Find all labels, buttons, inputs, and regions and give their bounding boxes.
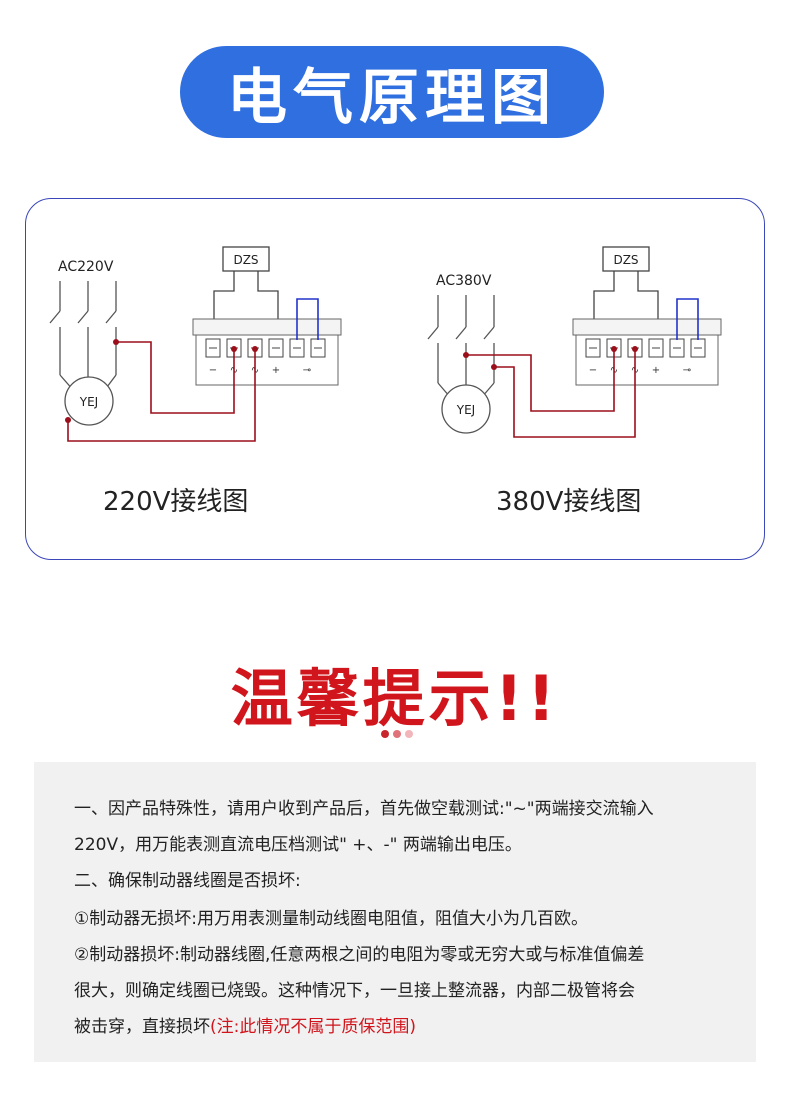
module-label-220: DZS xyxy=(233,253,258,267)
diagram-220v: AC220V YEJ DZS xyxy=(49,246,342,442)
caption-380v: 380V接线图 xyxy=(496,487,642,517)
tips-box: 一、因产品特殊性，请用户收到产品后，首先做空载测试:"~"两端接交流输入 220… xyxy=(34,762,756,1062)
tip-line-5: ②制动器损坏:制动器线圈,任意两根之间的电阻为零或无穷大或与标准值偏差 xyxy=(74,945,645,965)
tip-line-7-text: 被击穿，直接损坏 xyxy=(74,1017,210,1037)
motor-yej-220 xyxy=(64,376,114,426)
module-wires-220 xyxy=(213,271,279,324)
diagram-380v: AC380V YEJ DZS xyxy=(427,246,722,438)
terminal-label-380-0: − xyxy=(589,365,597,376)
page-title: 电气原理图 xyxy=(227,62,557,133)
decorative-dots xyxy=(381,730,413,738)
terminal-label-220-3: + xyxy=(272,365,280,376)
motor-label-380: YEJ xyxy=(456,403,475,417)
wiring-diagram-panel: AC220V YEJ DZS xyxy=(25,198,765,560)
rectifier-380: − ∿ ∿ + ⊸ xyxy=(572,318,722,386)
dot-2 xyxy=(393,730,401,738)
tip-line-1: 一、因产品特殊性，请用户收到产品后，首先做空载测试:"~"两端接交流输入 xyxy=(74,799,654,819)
dot-3 xyxy=(405,730,413,738)
terminal-label-220-4: ⊸ xyxy=(303,365,311,376)
dot-1 xyxy=(381,730,389,738)
module-wires-380 xyxy=(593,271,659,324)
jumper-220 xyxy=(296,298,319,340)
tip-line-4: ①制动器无损坏:用万用表测量制动线圈电阻值，阻值大小为几百欧。 xyxy=(74,909,588,929)
motor-label-220: YEJ xyxy=(79,395,98,409)
supply-lines-380 xyxy=(427,295,495,398)
title-banner: 电气原理图 xyxy=(180,46,604,138)
tips-title: 温馨提示!! xyxy=(230,662,560,735)
supply-label-380: AC380V xyxy=(436,273,492,289)
tip-line-6: 很大，则确定线圈已烧毁。这种情况下，一旦接上整流器，内部二极管将会 xyxy=(74,981,635,1001)
terminal-label-380-3: + xyxy=(652,365,660,376)
module-dzs-220 xyxy=(222,246,270,272)
module-label-380: DZS xyxy=(613,253,638,267)
tip-line-2: 220V，用万能表测直流电压档测试" +、-" 两端输出电压。 xyxy=(74,835,522,855)
terminal-label-220-0: − xyxy=(209,365,217,376)
tip-line-7: 被击穿，直接损坏(注:此情况不属于质保范围) xyxy=(74,1012,416,1037)
tip-line-3: 二、确保制动器线圈是否损坏: xyxy=(74,871,301,891)
caption-220v: 220V接线图 xyxy=(103,487,249,517)
jumper-380 xyxy=(676,298,699,340)
warranty-note: (注:此情况不属于质保范围) xyxy=(210,1017,416,1037)
motor-yej-380 xyxy=(441,384,491,434)
terminal-label-380-4: ⊸ xyxy=(683,365,691,376)
module-dzs-380 xyxy=(602,246,650,272)
ac-wires-220 xyxy=(67,341,256,442)
wiring-diagram-svg: AC220V YEJ DZS xyxy=(49,246,722,442)
ac-wires-380 xyxy=(466,349,636,438)
supply-lines-220 xyxy=(49,281,117,392)
supply-label-220: AC220V xyxy=(58,259,114,275)
rectifier-220: − ∿ ∿ + ⊸ xyxy=(192,318,342,386)
